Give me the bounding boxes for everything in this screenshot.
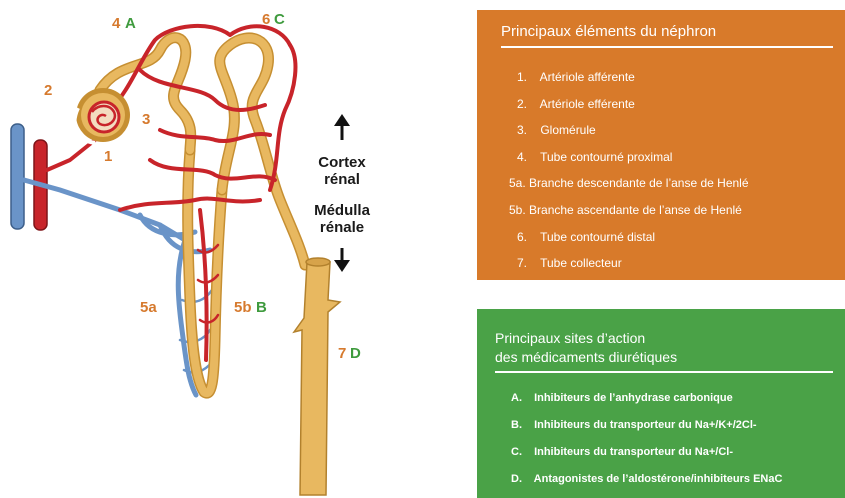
venous-network [24, 180, 210, 395]
diuretic-sites-panel: Principaux sites d’action des médicament… [477, 309, 845, 498]
list-item: 5b. Branche ascendante de l’anse de Henl… [509, 197, 835, 224]
medulla-label-2: rénale [320, 219, 364, 236]
list-item: 3. Glomérule [517, 117, 835, 144]
sites-list: A. Inhibiteurs de l’anhydrase carbonique… [511, 385, 839, 493]
label-5a: 5a [140, 299, 157, 316]
elements-panel-title: Principaux éléments du néphron [501, 22, 833, 48]
list-item: 4. Tube contourné proximal [517, 144, 835, 171]
sites-title-line-1: Principaux sites d’action [495, 329, 833, 348]
list-item: B. Inhibiteurs du transporteur du Na+/K+… [511, 412, 839, 439]
collecting-duct [294, 258, 340, 495]
sites-panel-title: Principaux sites d’action des médicament… [495, 329, 833, 373]
label-site-b: B [256, 299, 267, 316]
list-item: 2. Artériole efférente [517, 91, 835, 118]
list-item: 5a. Branche descendante de l’anse de Hen… [509, 170, 835, 197]
up-arrow-icon [334, 114, 350, 140]
label-6: 6 [262, 11, 270, 28]
list-item: 7. Tube collecteur [517, 250, 835, 277]
label-3: 3 [142, 111, 150, 128]
list-item: 6. Tube contourné distal [517, 224, 835, 251]
label-5b: 5b [234, 299, 252, 316]
down-arrow-icon [334, 248, 350, 272]
label-site-c: C [274, 11, 285, 28]
glomerulus [75, 88, 130, 143]
cortex-label-2: rénal [324, 171, 360, 188]
elements-list: 1. Artériole afférente 2. Artériole effé… [517, 64, 835, 277]
nephron-elements-panel: Principaux éléments du néphron 1. Artéri… [477, 10, 845, 280]
list-item: 1. Artériole afférente [517, 64, 835, 91]
label-site-d: D [350, 345, 361, 362]
nephron-diagram: Cortex rénal Médulla rénale 1 2 3 4 A 6 … [0, 0, 470, 498]
cortex-label-1: Cortex [318, 154, 366, 171]
sites-title-line-2: des médicaments diurétiques [495, 348, 833, 367]
list-item: A. Inhibiteurs de l’anhydrase carbonique [511, 385, 839, 412]
list-item: D. Antagonistes de l’aldostérone/inhibit… [511, 466, 839, 493]
label-1: 1 [104, 148, 112, 165]
label-2: 2 [44, 82, 52, 99]
vein-vessel [11, 124, 24, 229]
label-7: 7 [338, 345, 346, 362]
medulla-label-1: Médulla [314, 202, 370, 219]
label-site-a: A [125, 15, 136, 32]
list-item: C. Inhibiteurs du transporteur du Na+/Cl… [511, 439, 839, 466]
label-4: 4 [112, 15, 121, 32]
